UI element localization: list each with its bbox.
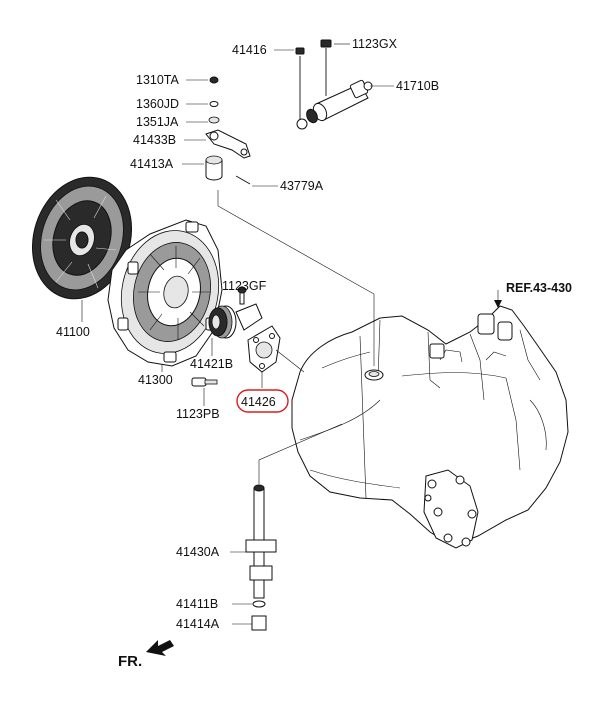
part-labels: 41416 1123GX 1310TA 41710B 1360JD 1351JA… bbox=[56, 37, 572, 670]
label-41421B[interactable]: 41421B bbox=[190, 357, 233, 371]
front-direction-arrow bbox=[146, 640, 174, 656]
label-ref-43-430[interactable]: REF.43-430 bbox=[506, 281, 572, 295]
label-1123PB[interactable]: 1123PB bbox=[176, 407, 220, 421]
label-1360JD[interactable]: 1360JD bbox=[136, 97, 179, 111]
label-1310TA[interactable]: 1310TA bbox=[136, 73, 180, 87]
label-41414A[interactable]: 41414A bbox=[176, 617, 220, 631]
label-1351JA[interactable]: 1351JA bbox=[136, 115, 179, 129]
label-41710B[interactable]: 41710B bbox=[396, 79, 439, 93]
pin bbox=[235, 175, 251, 185]
release-bearing bbox=[208, 305, 237, 339]
label-41100[interactable]: 41100 bbox=[56, 325, 90, 339]
release-cylinder bbox=[295, 39, 373, 130]
label-43779A[interactable]: 43779A bbox=[280, 179, 324, 193]
clutch-disc bbox=[31, 176, 133, 300]
release-lever bbox=[205, 129, 251, 159]
label-41426[interactable]: 41426 bbox=[241, 395, 276, 409]
highlight-41426-ring bbox=[236, 389, 289, 413]
bolt-1123pb bbox=[191, 377, 218, 387]
leader-lines bbox=[81, 43, 502, 625]
release-bracket bbox=[247, 325, 281, 373]
label-41416[interactable]: 41416 bbox=[232, 43, 267, 57]
guide-sleeve bbox=[235, 286, 263, 331]
label-41430A[interactable]: 41430A bbox=[176, 545, 220, 559]
bushing bbox=[205, 155, 223, 181]
small-fasteners bbox=[208, 76, 220, 124]
clutch-cover bbox=[107, 219, 223, 367]
transmission-housing bbox=[291, 305, 569, 549]
label-41433B[interactable]: 41433B bbox=[133, 133, 176, 147]
label-front: FR. bbox=[118, 653, 142, 670]
label-41413A[interactable]: 41413A bbox=[130, 157, 174, 171]
label-41411B[interactable]: 41411B bbox=[176, 597, 218, 611]
label-1123GX[interactable]: 1123GX bbox=[352, 37, 398, 51]
label-1123GF[interactable]: 1123GF bbox=[222, 279, 267, 293]
fork-shaft bbox=[245, 484, 277, 631]
label-41300[interactable]: 41300 bbox=[138, 373, 173, 387]
